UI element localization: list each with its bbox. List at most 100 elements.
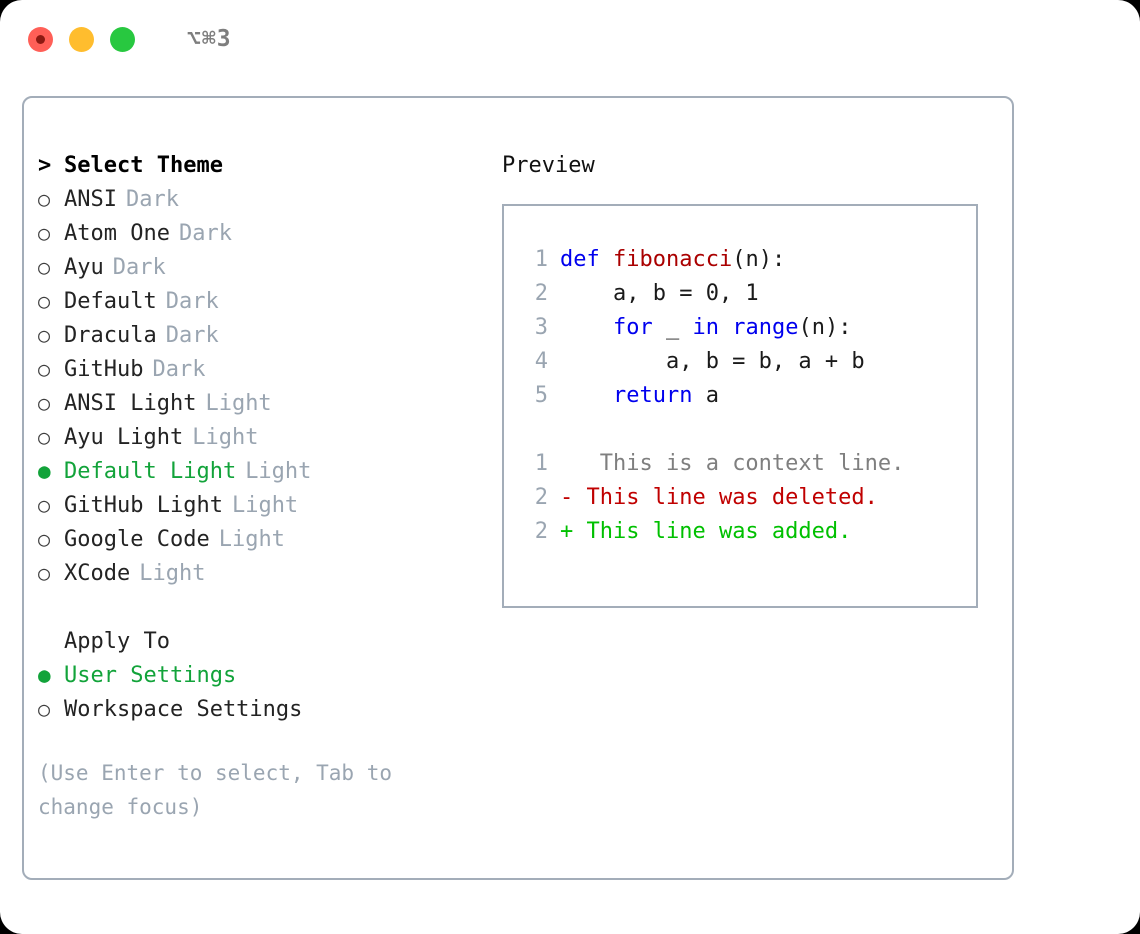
- theme-name: Default Light: [64, 458, 237, 484]
- apply-to-heading-label: Apply To: [64, 628, 170, 654]
- preview-column: Preview 1 def fibonacci (n): 2 a, b = 0,…: [502, 148, 1002, 608]
- diff-marker: +: [560, 518, 574, 544]
- theme-category: Dark: [178, 220, 232, 246]
- code-token: (n):: [798, 314, 852, 340]
- code-token: range: [732, 314, 799, 340]
- code-token: a: [692, 382, 719, 408]
- diff-marker: -: [560, 484, 574, 510]
- theme-name: Default: [64, 288, 157, 314]
- radio-selected-icon: ●: [38, 459, 51, 483]
- radio-unselected-icon: ○: [38, 255, 51, 279]
- line-number: 5: [534, 382, 548, 408]
- window-titlebar: ⌥⌘3: [0, 0, 1140, 78]
- theme-category: Dark: [112, 254, 166, 280]
- theme-name: ANSI: [64, 186, 117, 212]
- theme-item-xcode[interactable]: ○ XCode Light: [38, 556, 488, 590]
- preview-gap: [518, 412, 976, 446]
- code-token: a, b = 0, 1: [560, 280, 759, 306]
- code-token: (n):: [732, 246, 786, 272]
- close-button-icon[interactable]: [28, 26, 53, 52]
- theme-picker-panel: > Select Theme ○ ANSI Dark ○ Atom One Da…: [22, 96, 1014, 880]
- theme-category: Light: [245, 458, 312, 484]
- apply-to-option-label: User Settings: [64, 662, 237, 688]
- select-theme-header-label: Select Theme: [64, 152, 223, 178]
- diff-marker: [560, 451, 573, 476]
- theme-category: Light: [205, 390, 272, 416]
- diff-line-deleted: 2 - This line was deleted.: [518, 480, 976, 514]
- close-dot-inner: [36, 34, 45, 44]
- apply-to-option-label: Workspace Settings: [64, 696, 303, 722]
- theme-item-ansi-light[interactable]: ○ ANSI Light Light: [38, 386, 488, 420]
- theme-name: XCode: [64, 560, 131, 586]
- theme-item-ayu-dark[interactable]: ○ Ayu Dark: [38, 250, 488, 284]
- keyboard-shortcut-label: ⌥⌘3: [187, 26, 232, 52]
- code-line: 2 a, b = 0, 1: [518, 276, 976, 310]
- code-line: 3 for _ in range (n):: [518, 310, 976, 344]
- preview-box: 1 def fibonacci (n): 2 a, b = 0, 1 3 for…: [502, 204, 978, 608]
- code-token: [560, 383, 613, 408]
- theme-item-github-light[interactable]: ○ GitHub Light Light: [38, 488, 488, 522]
- theme-item-atom-one-dark[interactable]: ○ Atom One Dark: [38, 216, 488, 250]
- code-token: def: [560, 246, 613, 272]
- radio-unselected-icon: ○: [38, 561, 51, 585]
- theme-category: Light: [218, 526, 285, 552]
- radio-unselected-icon: ○: [38, 323, 51, 347]
- code-token: [560, 315, 613, 340]
- minimize-button-icon[interactable]: [69, 26, 94, 52]
- diff-text: This is a context line.: [573, 450, 905, 476]
- line-number: 1: [534, 246, 548, 272]
- apply-to-workspace-settings[interactable]: ○ Workspace Settings: [38, 692, 488, 726]
- diff-line-context: 1 This is a context line.: [518, 446, 976, 480]
- code-token: return: [612, 382, 693, 408]
- radio-unselected-icon: ○: [38, 425, 51, 449]
- radio-unselected-icon: ○: [38, 493, 51, 517]
- code-token: in: [692, 314, 719, 340]
- code-token: for: [612, 314, 653, 340]
- theme-item-ansi-dark[interactable]: ○ ANSI Dark: [38, 182, 488, 216]
- code-line: 1 def fibonacci (n):: [518, 242, 976, 276]
- line-number: 3: [534, 314, 548, 340]
- theme-item-ayu-light[interactable]: ○ Ayu Light Light: [38, 420, 488, 454]
- theme-name: Ayu Light: [64, 424, 184, 450]
- radio-unselected-icon: ○: [38, 697, 51, 721]
- theme-name: GitHub: [64, 356, 144, 382]
- theme-list-column: > Select Theme ○ ANSI Dark ○ Atom One Da…: [38, 148, 488, 824]
- apply-to-heading: ○ Apply To: [38, 624, 488, 658]
- code-line: 4 a, b = b, a + b: [518, 344, 976, 378]
- theme-item-default-dark[interactable]: ○ Default Dark: [38, 284, 488, 318]
- theme-category: Dark: [165, 322, 219, 348]
- line-number: 2: [534, 518, 548, 544]
- theme-name: ANSI Light: [64, 390, 197, 416]
- code-token: fibonacci: [612, 246, 733, 272]
- theme-item-default-light[interactable]: ● Default Light Light: [38, 454, 488, 488]
- code-line: 5 return a: [518, 378, 976, 412]
- line-number: 4: [534, 348, 548, 374]
- prompt-caret-icon: >: [38, 152, 52, 178]
- apply-to-user-settings[interactable]: ● User Settings: [38, 658, 488, 692]
- theme-item-google-code[interactable]: ○ Google Code Light: [38, 522, 488, 556]
- theme-name: Dracula: [64, 322, 157, 348]
- theme-name: Ayu: [64, 254, 104, 280]
- line-number: 2: [534, 484, 548, 510]
- theme-category: Light: [139, 560, 206, 586]
- keyboard-hint-text: (Use Enter to select, Tab to change focu…: [38, 761, 405, 819]
- diff-text: This line was added.: [573, 518, 852, 544]
- radio-unselected-icon: ○: [38, 187, 51, 211]
- theme-item-dracula-dark[interactable]: ○ Dracula Dark: [38, 318, 488, 352]
- heading-indent-spacer: ○: [38, 629, 64, 653]
- theme-category: Light: [192, 424, 259, 450]
- code-token: _: [652, 314, 693, 340]
- radio-unselected-icon: ○: [38, 221, 51, 245]
- maximize-button-icon[interactable]: [110, 26, 135, 52]
- theme-item-github-dark[interactable]: ○ GitHub Dark: [38, 352, 488, 386]
- radio-unselected-icon: ○: [38, 357, 51, 381]
- line-number: 1: [534, 450, 548, 476]
- preview-title-label: Preview: [502, 152, 595, 178]
- theme-category: Dark: [152, 356, 206, 382]
- theme-name: Atom One: [64, 220, 170, 246]
- radio-unselected-icon: ○: [38, 527, 51, 551]
- list-spacer: [38, 590, 488, 624]
- theme-name: Google Code: [64, 526, 210, 552]
- radio-selected-icon: ●: [38, 663, 51, 687]
